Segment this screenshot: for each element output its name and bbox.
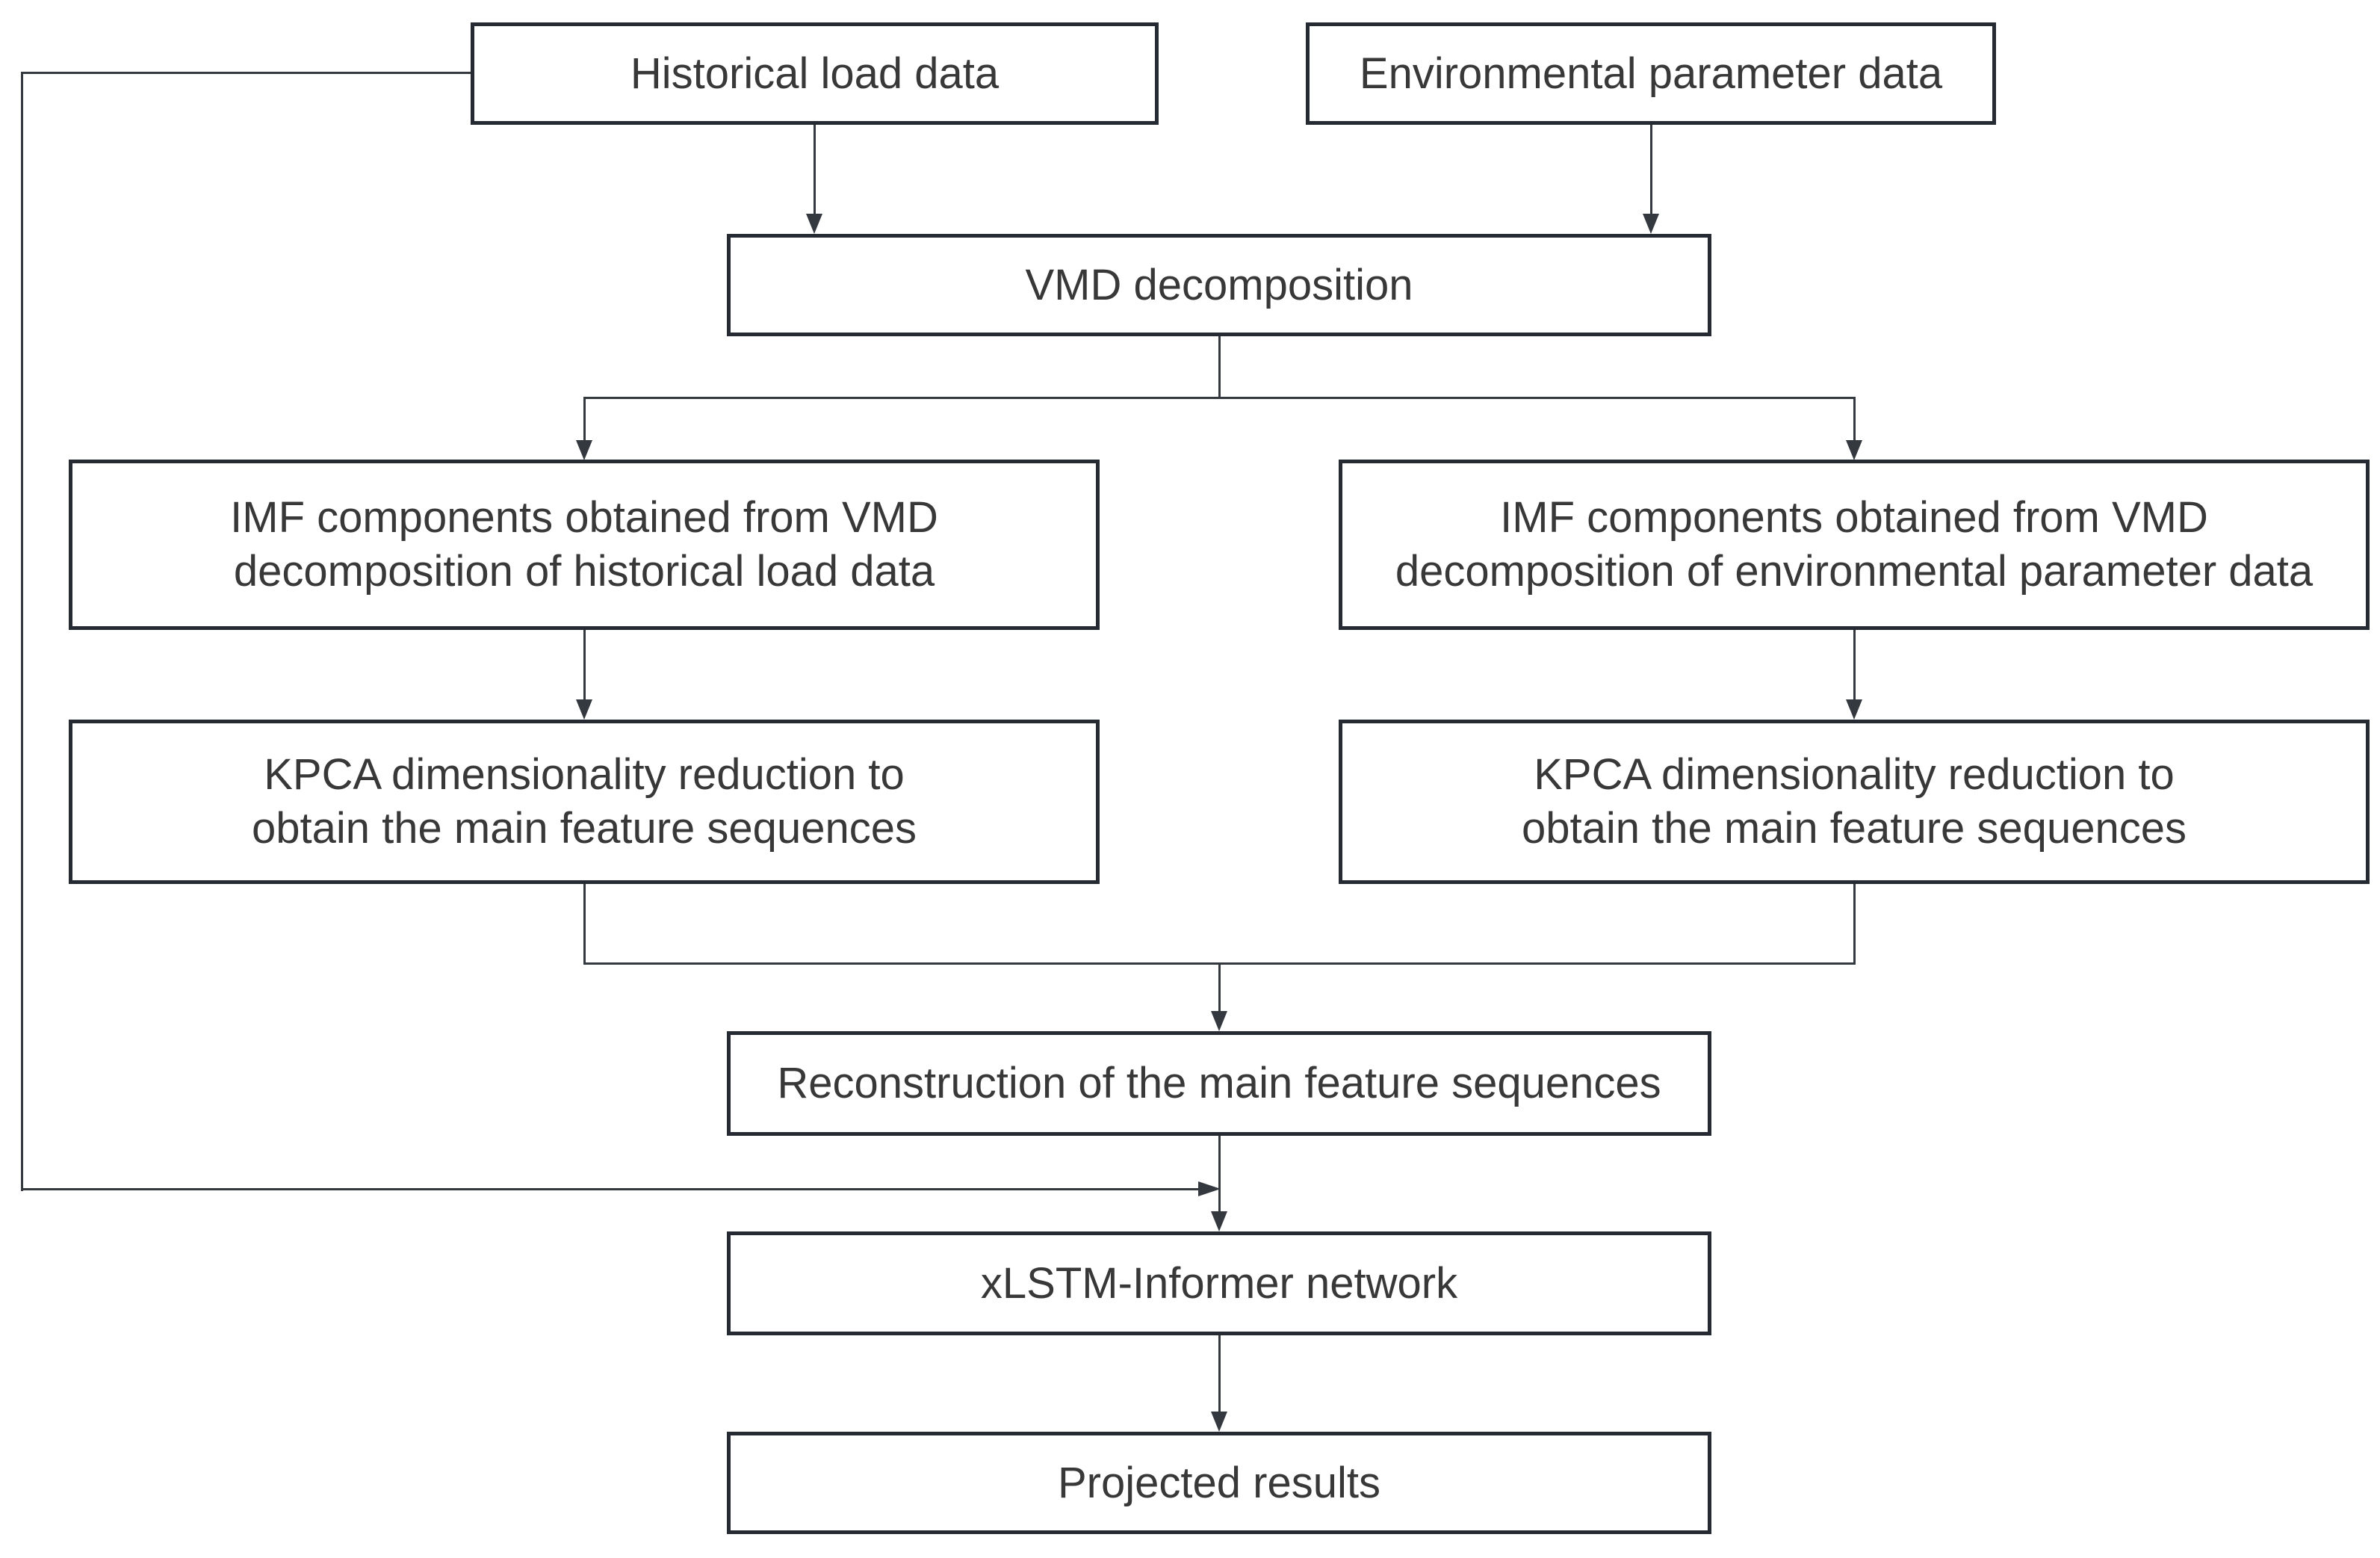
connector-historical-to-vmd xyxy=(814,125,816,214)
node-vmd-decomposition: VMD decomposition xyxy=(727,234,1711,336)
connector-bypass-bottom xyxy=(21,1188,1198,1190)
connector-kpca-right-drop xyxy=(1853,884,1856,965)
node-historical-load-data: Historical load data xyxy=(471,22,1159,125)
arrowhead-to-imf-right xyxy=(1846,440,1862,460)
node-label-line1: IMF components obtained from VMD xyxy=(1500,493,2208,542)
arrowhead-to-xlstm xyxy=(1211,1211,1227,1231)
node-label-line2: decomposition of historical load data xyxy=(233,547,935,596)
node-imf-components-environmental: IMF components obtained from VMD decompo… xyxy=(1339,460,2370,630)
node-label: VMD decomposition xyxy=(1025,260,1413,309)
node-label: IMF components obtained from VMD decompo… xyxy=(230,491,938,599)
arrowhead-to-kpca-right xyxy=(1846,699,1862,720)
node-label-line1: IMF components obtained from VMD xyxy=(230,493,938,542)
connector-bypass-top xyxy=(21,72,471,74)
node-label: KPCA dimensionality reduction to obtain … xyxy=(252,748,917,856)
connector-split-to-imf-right xyxy=(1853,398,1856,440)
node-label: Projected results xyxy=(1058,1458,1380,1507)
node-label-line1: KPCA dimensionality reduction to xyxy=(1534,750,2175,799)
connector-kpca-left-drop xyxy=(583,884,586,965)
arrowhead-to-reconstruction xyxy=(1211,1011,1227,1031)
arrowhead-historical-to-vmd xyxy=(806,214,822,234)
node-label-line2: obtain the main feature sequences xyxy=(252,804,917,853)
connector-imf-left-to-kpca-left xyxy=(583,630,586,699)
node-xlstm-informer-network: xLSTM-Informer network xyxy=(727,1231,1711,1335)
connector-merge-to-reconstruction xyxy=(1218,962,1221,1011)
connector-environmental-to-vmd xyxy=(1650,125,1652,214)
node-label: IMF components obtained from VMD decompo… xyxy=(1395,491,2313,599)
node-label-line2: obtain the main feature sequences xyxy=(1522,804,2187,853)
arrowhead-to-projected xyxy=(1211,1412,1227,1432)
arrowhead-environmental-to-vmd xyxy=(1643,214,1659,234)
node-label: KPCA dimensionality reduction to obtain … xyxy=(1522,748,2187,856)
node-imf-components-historical: IMF components obtained from VMD decompo… xyxy=(69,460,1100,630)
node-kpca-reduction-right: KPCA dimensionality reduction to obtain … xyxy=(1339,720,2370,884)
node-label-line2: decomposition of environmental parameter… xyxy=(1395,547,2314,596)
connector-vmd-split-bar xyxy=(583,397,1856,399)
node-label: Environmental parameter data xyxy=(1359,49,1943,98)
connector-split-to-imf-left xyxy=(583,398,586,440)
connector-bypass-vertical xyxy=(21,72,23,1191)
node-label-line1: KPCA dimensionality reduction to xyxy=(264,750,905,799)
connector-reconstruction-to-xlstm xyxy=(1218,1136,1221,1211)
arrowhead-to-imf-left xyxy=(576,440,592,460)
arrowhead-to-kpca-left xyxy=(576,699,592,720)
node-environmental-parameter-data: Environmental parameter data xyxy=(1306,22,1996,125)
connector-imf-right-to-kpca-right xyxy=(1853,630,1856,699)
node-reconstruction-main-feature-sequences: Reconstruction of the main feature seque… xyxy=(727,1031,1711,1136)
node-label: Reconstruction of the main feature seque… xyxy=(777,1059,1661,1107)
arrowhead-bypass-join xyxy=(1198,1181,1221,1196)
connector-vmd-stem xyxy=(1218,336,1221,399)
connector-xlstm-to-projected xyxy=(1218,1335,1221,1412)
node-label: Historical load data xyxy=(630,49,1000,98)
node-kpca-reduction-left: KPCA dimensionality reduction to obtain … xyxy=(69,720,1100,884)
node-label: xLSTM-Informer network xyxy=(980,1258,1458,1308)
node-projected-results: Projected results xyxy=(727,1432,1711,1534)
